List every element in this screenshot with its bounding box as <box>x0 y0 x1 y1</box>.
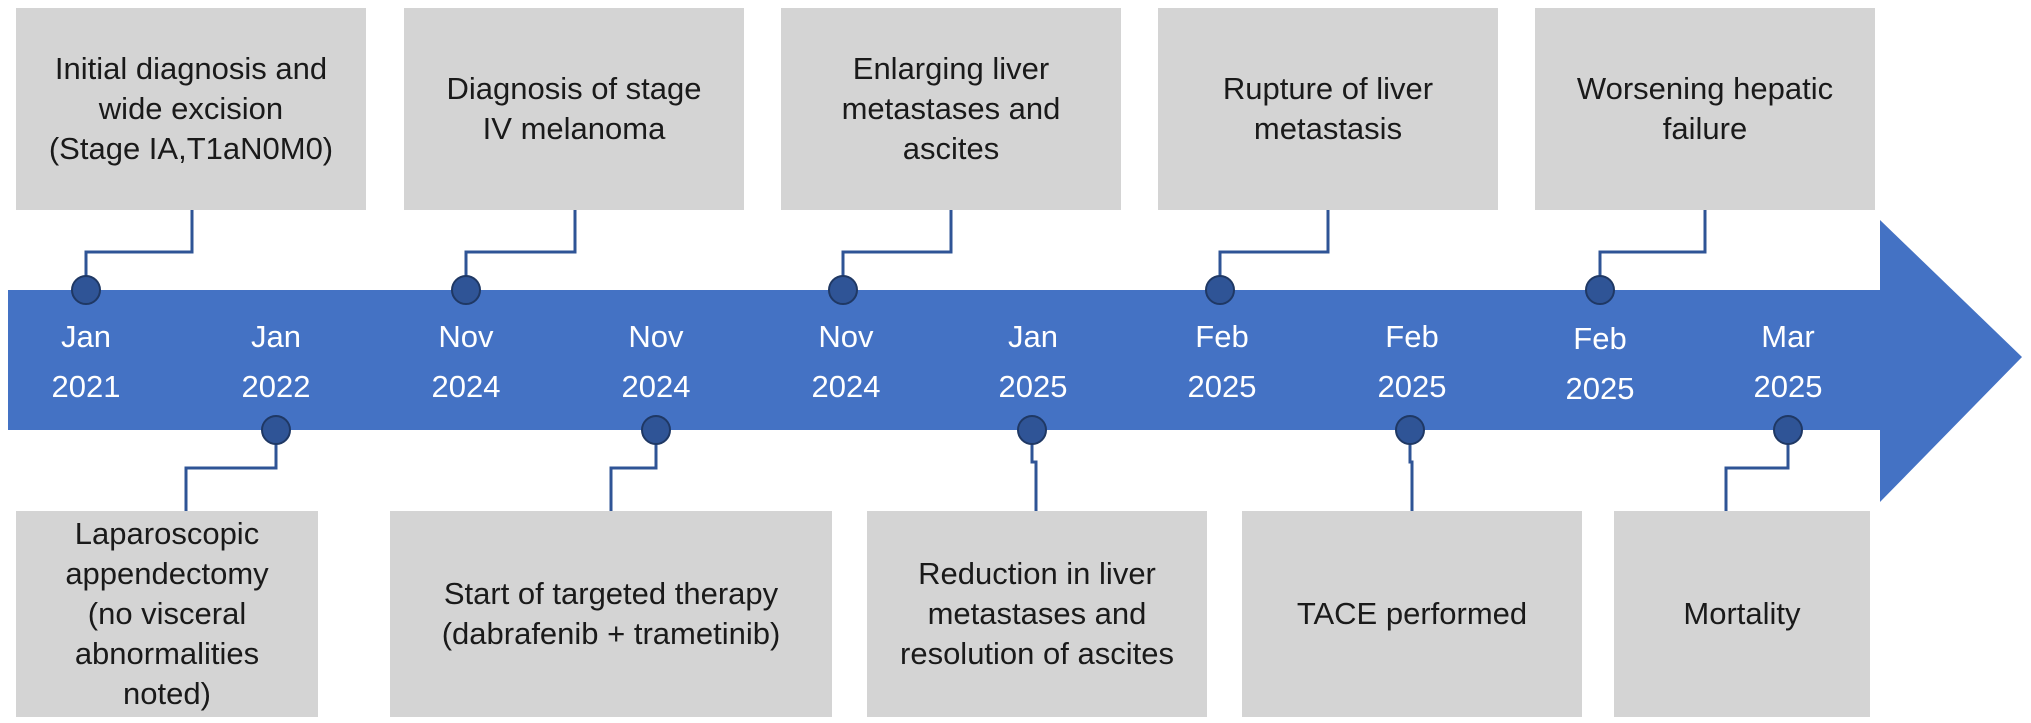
connector-line <box>84 210 194 290</box>
timeline-dot <box>1585 275 1615 305</box>
timeline-dot <box>451 275 481 305</box>
connector-line <box>184 430 278 511</box>
event-box-tace: TACE performed <box>1242 511 1582 717</box>
timeline-dot <box>1205 275 1235 305</box>
connector-line <box>1218 210 1330 290</box>
timeline-dot <box>1395 415 1425 445</box>
timeline-arrow <box>8 220 2022 502</box>
event-box-initial-diagnosis: Initial diagnosis and wide excision (Sta… <box>16 8 366 210</box>
connector-line <box>464 210 577 290</box>
event-box-mortality: Mortality <box>1614 511 1870 717</box>
timeline-dot <box>261 415 291 445</box>
event-text: Rupture of liver metastasis <box>1222 71 1434 146</box>
event-text: Initial diagnosis and wide excision (Sta… <box>48 51 334 166</box>
event-text: Diagnosis of stage IV melanoma <box>446 71 702 146</box>
connector-line <box>1408 430 1414 511</box>
event-text: Laparoscopic appendectomy (no visceral a… <box>65 516 269 711</box>
event-text: Start of targeted therapy (dabrafenib + … <box>441 576 781 651</box>
event-box-appendectomy: Laparoscopic appendectomy (no visceral a… <box>16 511 318 717</box>
connector-line <box>841 210 953 290</box>
event-box-enlarging-metastases: Enlarging liver metastases and ascites <box>781 8 1121 210</box>
timeline-dots <box>71 275 1803 445</box>
event-box-targeted-therapy: Start of targeted therapy (dabrafenib + … <box>390 511 832 717</box>
event-text: Enlarging liver metastases and ascites <box>841 51 1061 166</box>
timeline-dot <box>828 275 858 305</box>
timeline-dot <box>641 415 671 445</box>
event-box-hepatic-failure: Worsening hepatic failure <box>1535 8 1875 210</box>
event-box-rupture: Rupture of liver metastasis <box>1158 8 1498 210</box>
connector-line <box>609 430 658 511</box>
event-text: Mortality <box>1683 596 1801 631</box>
event-text: Worsening hepatic failure <box>1576 71 1834 146</box>
event-text: Reduction in liver metastases and resolu… <box>900 556 1174 671</box>
event-box-stage-iv-diagnosis: Diagnosis of stage IV melanoma <box>404 8 744 210</box>
connector-line <box>1598 210 1707 290</box>
connector-line <box>1030 430 1038 511</box>
event-text: TACE performed <box>1296 596 1528 631</box>
timeline-dot <box>71 275 101 305</box>
connector-lines <box>84 210 1790 511</box>
event-box-reduction-metastases: Reduction in liver metastases and resolu… <box>867 511 1207 717</box>
timeline-dot <box>1773 415 1803 445</box>
timeline-dot <box>1017 415 1047 445</box>
connector-line <box>1724 430 1790 511</box>
